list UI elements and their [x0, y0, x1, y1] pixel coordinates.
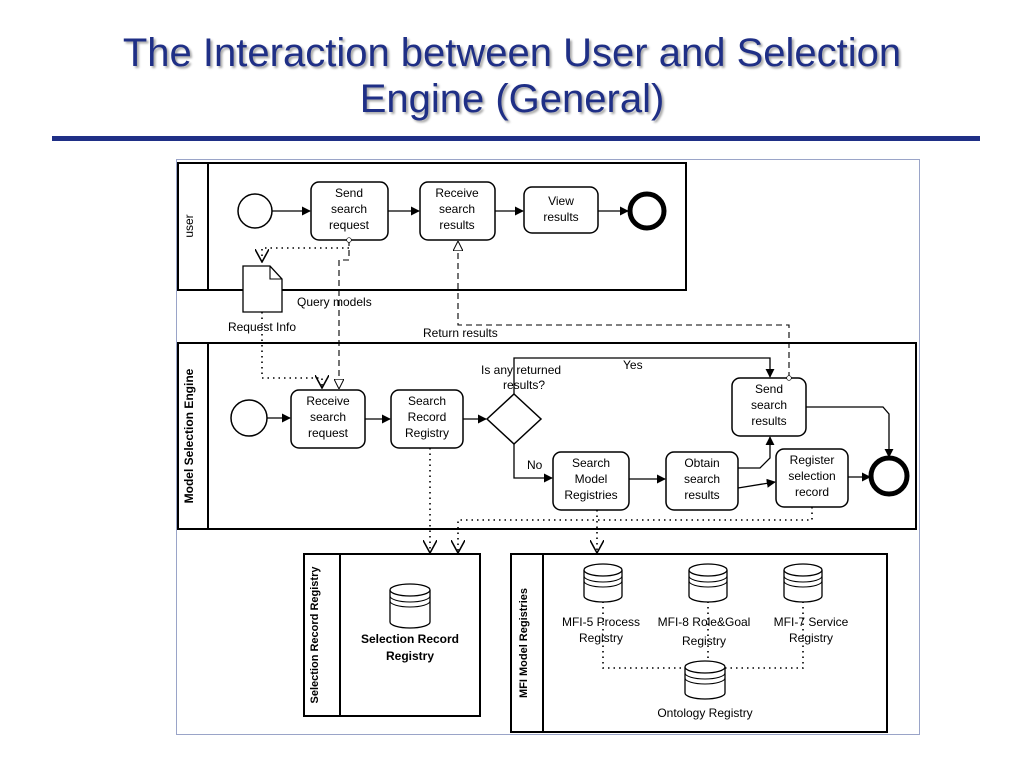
query-models-label: Query models: [297, 295, 372, 309]
pool-mfi-label: MFI Model Registries: [518, 588, 530, 698]
mfi7-store-line1: MFI-7 Service: [774, 615, 849, 629]
mfi8-datastore-icon: [688, 563, 728, 603]
svg-text:search: search: [331, 202, 367, 216]
user-task-send-request: Send search request: [310, 181, 389, 241]
gateway-question-line1: Is any returned: [481, 363, 561, 377]
mfi5-datastore-icon: [583, 563, 623, 603]
title-line-2: Engine (General): [359, 77, 665, 121]
svg-text:search: search: [439, 202, 475, 216]
request-info-document-icon: [242, 265, 283, 313]
ontology-datastore-icon: [684, 660, 726, 700]
ontology-store-label: Ontology Registry: [657, 706, 752, 720]
message-flows: [339, 240, 789, 388]
svg-text:Search: Search: [408, 394, 446, 408]
engine-end-event: [868, 455, 910, 497]
pool-user-label: user: [182, 214, 196, 237]
return-results-label: Return results: [423, 326, 498, 340]
engine-task-search-model-registries: Search Model Registries: [552, 451, 630, 511]
gateway-question-line2: results?: [503, 378, 545, 392]
svg-text:search: search: [684, 472, 720, 486]
mfi8-store-line1: MFI-8 Role&Goal: [658, 615, 751, 629]
mfi5-store-line1: MFI-5 Process: [562, 615, 640, 629]
svg-text:Registries: Registries: [564, 488, 617, 502]
page-title: The Interaction between User and Selecti…: [0, 30, 1024, 122]
gateway-no-label: No: [527, 458, 543, 472]
svg-text:results: results: [439, 218, 474, 232]
mfi8-store-line2: Registry: [682, 634, 726, 648]
title-underline: [52, 136, 980, 141]
svg-text:Send: Send: [755, 382, 783, 396]
svg-text:Model: Model: [575, 472, 608, 486]
svg-text:results: results: [543, 210, 578, 224]
selection-record-datastore-icon: [389, 583, 431, 629]
svg-text:View: View: [548, 194, 574, 208]
user-end-event: [627, 191, 667, 231]
svg-text:Receive: Receive: [306, 394, 350, 408]
svg-text:results: results: [684, 488, 719, 502]
svg-text:Search: Search: [572, 456, 610, 470]
svg-text:request: request: [329, 218, 370, 232]
user-task-receive-results: Receive search results: [419, 181, 496, 241]
pool-selection-record-registry: Selection Record Registry: [303, 553, 481, 717]
svg-text:Send: Send: [335, 186, 363, 200]
data-associations: [262, 247, 813, 669]
engine-task-obtain-results: Obtain search results: [665, 451, 739, 511]
request-info-label: Request Info: [228, 320, 296, 334]
mfi5-store-line2: Registry: [579, 631, 623, 645]
engine-task-send-results: Send search results: [731, 377, 807, 437]
engine-start-event: [230, 399, 268, 437]
svg-text:results: results: [751, 414, 786, 428]
svg-text:record: record: [795, 485, 829, 499]
gateway-yes-label: Yes: [623, 358, 643, 372]
title-line-1: The Interaction between User and Selecti…: [122, 31, 902, 75]
svg-text:Register: Register: [790, 453, 835, 467]
engine-task-search-record-registry: Search Record Registry: [390, 389, 464, 449]
svg-text:Receive: Receive: [435, 186, 479, 200]
svg-text:Record: Record: [408, 410, 447, 424]
svg-text:search: search: [310, 410, 346, 424]
svg-text:selection: selection: [788, 469, 835, 483]
selection-record-store-line2: Registry: [386, 649, 434, 663]
mfi7-store-line2: Registry: [789, 631, 833, 645]
svg-text:search: search: [751, 398, 787, 412]
svg-text:request: request: [308, 426, 349, 440]
pool-record-registry-label: Selection Record Registry: [309, 566, 321, 704]
user-task-view-results: View results: [523, 186, 599, 234]
engine-task-receive-request: Receive search request: [290, 389, 366, 449]
svg-text:Obtain: Obtain: [684, 456, 719, 470]
mfi7-datastore-icon: [783, 563, 823, 603]
pool-engine-label: Model Selection Engine: [182, 368, 196, 503]
engine-task-register-record: Register selection record: [775, 448, 849, 508]
selection-record-store-line1: Selection Record: [361, 632, 459, 646]
svg-text:Registry: Registry: [405, 426, 449, 440]
user-start-event: [237, 193, 273, 229]
